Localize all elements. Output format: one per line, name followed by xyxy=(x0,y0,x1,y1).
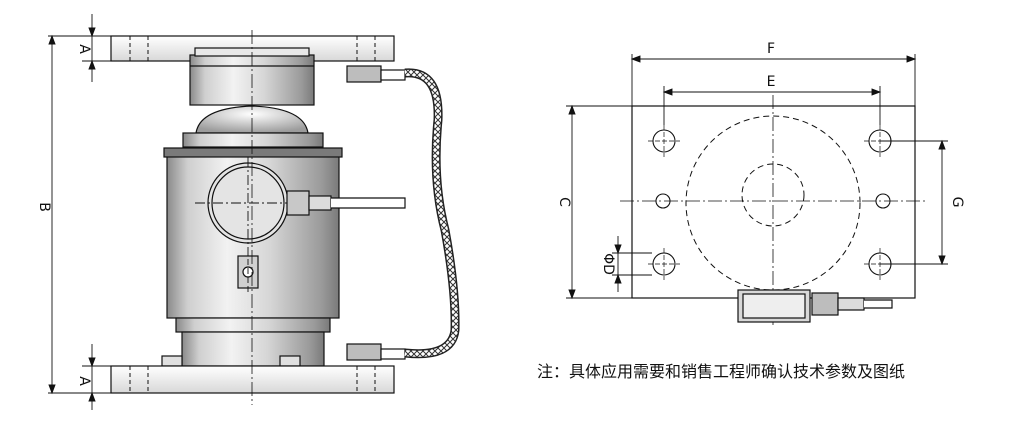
grounding-braid xyxy=(404,68,460,359)
dim-e-label: E xyxy=(767,74,776,90)
side-dimensions xyxy=(48,14,111,410)
plan-cable-gland xyxy=(811,292,839,316)
side-view xyxy=(110,30,460,405)
base-ring xyxy=(181,331,325,367)
dim-a-top-label: A xyxy=(76,44,92,54)
drawing-note: 注：具体应用需要和销售工程师确认技术参数及图纸 xyxy=(537,362,906,381)
strap-terminal-top xyxy=(346,65,382,83)
dim-g-label: G xyxy=(949,197,965,208)
dim-b-label: B xyxy=(36,202,52,212)
plan-body-outline xyxy=(685,115,861,291)
plan-base-plate xyxy=(631,105,916,299)
bottom-mounting-plate xyxy=(110,365,395,394)
strap-terminal-bottom xyxy=(346,343,382,361)
dim-c-label: C xyxy=(556,197,572,207)
dim-a-bottom-label: A xyxy=(76,376,92,386)
cable-gland xyxy=(286,190,310,216)
plan-dimensions xyxy=(566,54,948,300)
plan-view xyxy=(620,95,928,325)
dim-phi-d-label: ΦD xyxy=(600,253,616,275)
dim-f-label: F xyxy=(767,41,775,57)
